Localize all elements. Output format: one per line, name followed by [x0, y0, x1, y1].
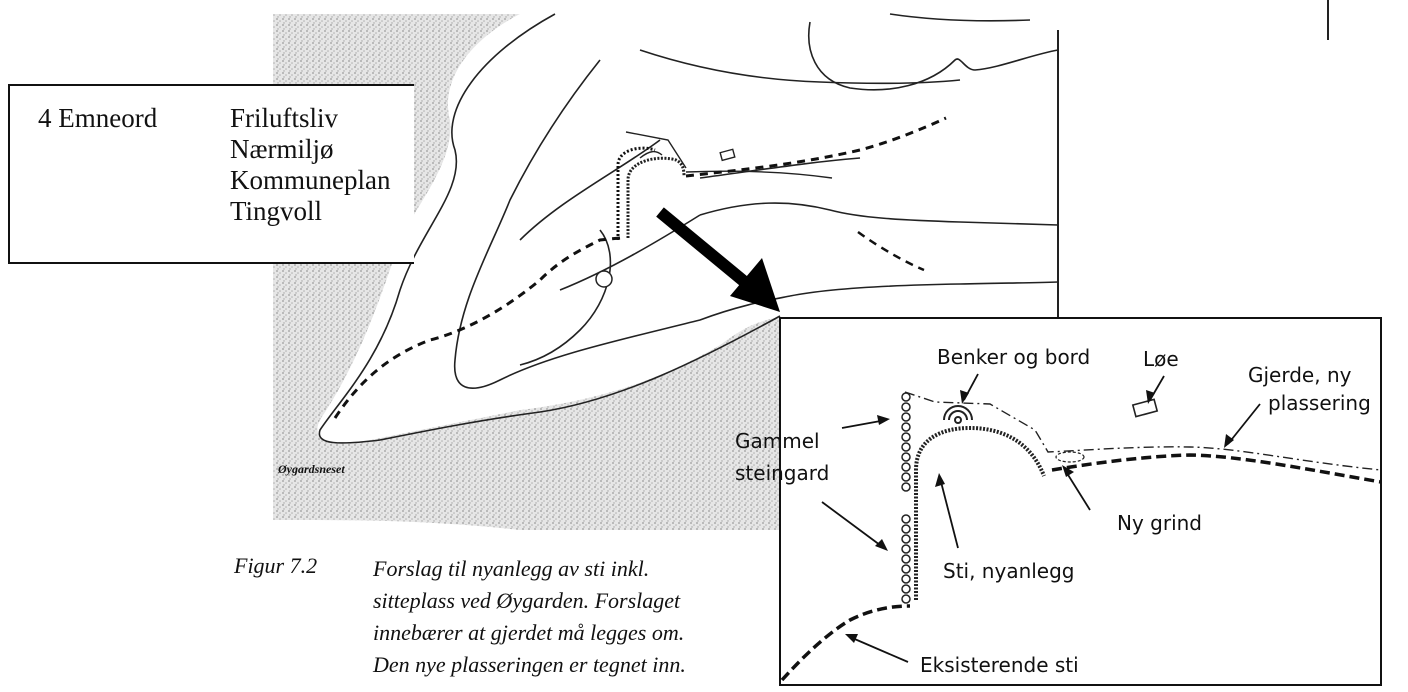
barn-icon: [1131, 398, 1159, 418]
keyword-heading: 4 Emneord: [38, 103, 158, 133]
inset-new-path: [914, 425, 1046, 600]
main-circle-marker: [595, 270, 613, 288]
place-label: Øygardsneset: [278, 462, 345, 476]
label-existing-path: Eksisterende sti: [920, 653, 1079, 677]
inset-stone-wall: [901, 392, 911, 604]
main-new-fence: [685, 116, 947, 178]
keyword-item: Tingvoll: [230, 196, 323, 226]
label-wall-line2: steingard: [735, 461, 830, 485]
figure-caption-text: Forslag til nyanlegg av sti inkl. sittep…: [373, 553, 773, 681]
inset-frame: [779, 317, 1382, 686]
inset-existing-path: [780, 604, 911, 682]
inset-new-fence: [1051, 453, 1382, 484]
main-dashed-line-right: [857, 230, 925, 272]
label-new-path: Sti, nyanlegg: [943, 559, 1075, 583]
label-fence-line2: plassering: [1268, 391, 1371, 415]
label-barn: Løe: [1143, 347, 1179, 371]
keyword-box-left-border: [8, 86, 10, 262]
figure-number: Figur 7.2: [234, 553, 318, 578]
main-map-features: [625, 131, 833, 179]
inset-old-fence: [904, 391, 1382, 471]
label-gate: Ny grind: [1117, 511, 1202, 535]
big-arrow-icon: [656, 207, 780, 312]
keyword-box: 4 Emneord Friluftsliv Nærmiljø Kommunepl…: [8, 84, 414, 264]
main-existing-path: [333, 236, 621, 419]
contour-lines: [318, 13, 1059, 444]
label-wall-line1: Gammel: [735, 429, 820, 453]
caption-line: Den nye plasseringen er tegnet inn.: [373, 652, 686, 677]
keyword-item: Kommuneplan: [230, 165, 391, 195]
inset-gate-icon: [1055, 451, 1085, 463]
page-edge-line-right: [1327, 0, 1329, 40]
keyword-item: Friluftsliv: [230, 103, 339, 133]
label-benches: Benker og bord: [937, 345, 1091, 369]
caption-line: sitteplass ved Øygarden. Forslaget: [373, 588, 681, 613]
main-new-path: [626, 156, 686, 238]
caption-line: Forslag til nyanlegg av sti inkl.: [373, 556, 650, 581]
main-stone-wall: [616, 146, 656, 240]
label-fence-line1: Gjerde, ny: [1248, 363, 1352, 387]
caption-line: innebærer at gjerdet må legges om.: [373, 620, 685, 645]
label-arrows: [821, 373, 1261, 663]
label-arrowheads: [845, 390, 1234, 643]
keyword-item: Nærmiljø: [230, 134, 334, 164]
benches-icon: [943, 405, 973, 424]
keyword-list: Friluftsliv Nærmiljø Kommuneplan Tingvol…: [230, 103, 390, 227]
